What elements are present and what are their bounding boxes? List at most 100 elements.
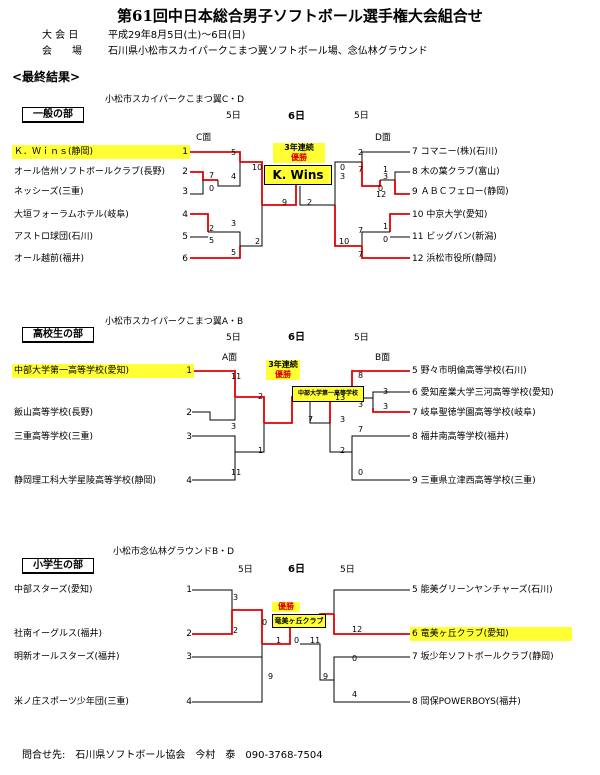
bracket-line [299,186,335,206]
venue-highschool: 小松市スカイパークこまつ翼A・B [105,317,244,327]
day5-right-elementary: 5日 [340,565,355,575]
day5-left-highschool: 5日 [226,333,241,343]
team-left-1: 中部スターズ(愛知)1 [14,585,192,595]
score: 7 [209,171,215,180]
page-title: 第61回中日本総合男子ソフトボール選手権大会組合せ [117,7,483,25]
team-left-1: 中部大学第一高等学校(愛知)1 [12,364,194,378]
bracket-line [309,400,330,424]
team-left-4: 米ノ庄スポーツ少年団(三重)4 [14,697,192,707]
court-left-general: C面 [196,133,212,143]
bracket-line [389,213,410,232]
team-right-7: 7 コマニー(株)(石川) [412,147,498,157]
score: 0 [209,184,215,193]
team-right-7: 7 岐阜聖徳学園高等学校(岐阜) [412,408,536,418]
score: 5 [231,248,237,257]
score: 3 [383,387,389,396]
bracket-line [329,423,352,453]
score: 12 [376,190,387,199]
bracket-line [333,589,410,614]
score: 2 [209,224,215,233]
score: 0 [358,468,364,477]
bracket-line [333,680,410,703]
bracket-line [192,370,236,397]
section-label-elementary: 小学生の部 [22,558,94,574]
champion-badge-highschool: 3年連続 優勝 [266,360,300,380]
bracket-line [372,408,410,413]
team-right-9: 9 三重県立津西高等学校(三重) [412,476,536,486]
team-left-2: 社南イーグルス(福井)2 [14,629,192,639]
day6-highschool: 6日 [288,332,305,343]
contact-info: 問合せ先: 石川県ソフトボール協会 今村 泰 090-3768-7504 [22,750,323,761]
team-right-8: 8 福井南高等学校(福井) [412,432,509,442]
venue-value: 石川県小松市スカイパークこまつ翼ソフトボール場、念仏林グラウンド [108,46,428,57]
score: 8 [358,371,364,380]
champion-badge-elementary: 優勝 [272,602,300,612]
date-label: 大 会 日 [42,30,79,41]
venue-label: 会 場 [42,46,82,57]
score: 2 [233,626,239,635]
score: 4 [231,172,237,181]
bracket-line [300,643,334,681]
day5-left-general: 5日 [226,111,241,121]
court-right-general: D面 [375,133,391,143]
team-left-3: 三重高等学校(三重)3 [14,432,192,442]
winner-word: 優勝 [291,153,307,162]
score: 9 [282,198,288,207]
score: 11 [231,468,242,477]
team-left-5: アストロ球団(石川)5 [14,232,188,242]
score: 9 [268,672,274,681]
day6-elementary: 6日 [288,564,305,575]
team-left-1: Ｋ．Ｗｉｎｓ(静岡)1 [12,145,190,159]
score: 3 [231,422,237,431]
bracket-line [333,614,410,635]
score: 7 [358,165,364,174]
score: 3 [233,593,239,602]
bracket-line [380,171,410,181]
bracket-line [351,452,410,481]
team-left-2: オール信州ソフトボールクラブ(長野)2 [14,167,188,177]
bracket-line [334,161,362,205]
bracket-line [361,151,410,162]
score: 7 [358,425,364,434]
score: 10 [339,237,350,246]
team-left-6: オール越前(福井)6 [14,254,188,264]
bracket-line [232,609,263,644]
bracket-line [192,644,263,658]
bracket-line [190,151,241,162]
score: 0 [340,163,346,172]
bracket-line [351,435,410,452]
day5-right-general: 5日 [354,111,369,121]
bracket-line [333,656,410,680]
team-right-8: 8 木の葉クラブ(富山) [412,167,500,177]
bracket-line [264,396,293,424]
team-right-6: 6 愛知産業大学三河高等学校(愛知) [412,388,554,398]
results-heading: <最終結果> [12,70,81,84]
score: 5 [231,148,237,157]
bracket-line [394,180,410,195]
score: 3 [383,172,389,181]
score: 11 [231,372,242,381]
score: 0 [378,184,384,193]
score: 2 [258,392,264,401]
team-right-7: 7 坂少年ソフトボールクラブ(静岡) [412,652,554,662]
score: 1 [276,636,282,645]
score: 2 [358,148,364,157]
team-left-4: 大垣フォーラムホテル(岐阜)4 [14,210,188,220]
bracket-line [190,246,241,259]
score: 2 [255,237,261,246]
score: 7 [308,415,314,424]
champion-name-general: K. Wins [264,165,332,185]
score: 3 [231,219,237,228]
bracket-line [190,180,204,195]
bracket-line [190,213,209,232]
champion-name-highschool: 中部大学第一高等学校 [292,386,364,402]
team-right-12: 12 浜松市役所(静岡) [412,254,497,264]
score: 11 [310,636,321,645]
bracket-line [192,452,236,481]
bracket-line [240,205,263,247]
team-right-10: 10 中京大学(愛知) [412,210,488,220]
champion-name-elementary: 竜美ヶ丘クラブ [272,614,326,628]
day5-right-highschool: 5日 [354,333,369,343]
streak-text: 3年連続 [284,143,314,152]
bracket-line [192,397,236,421]
